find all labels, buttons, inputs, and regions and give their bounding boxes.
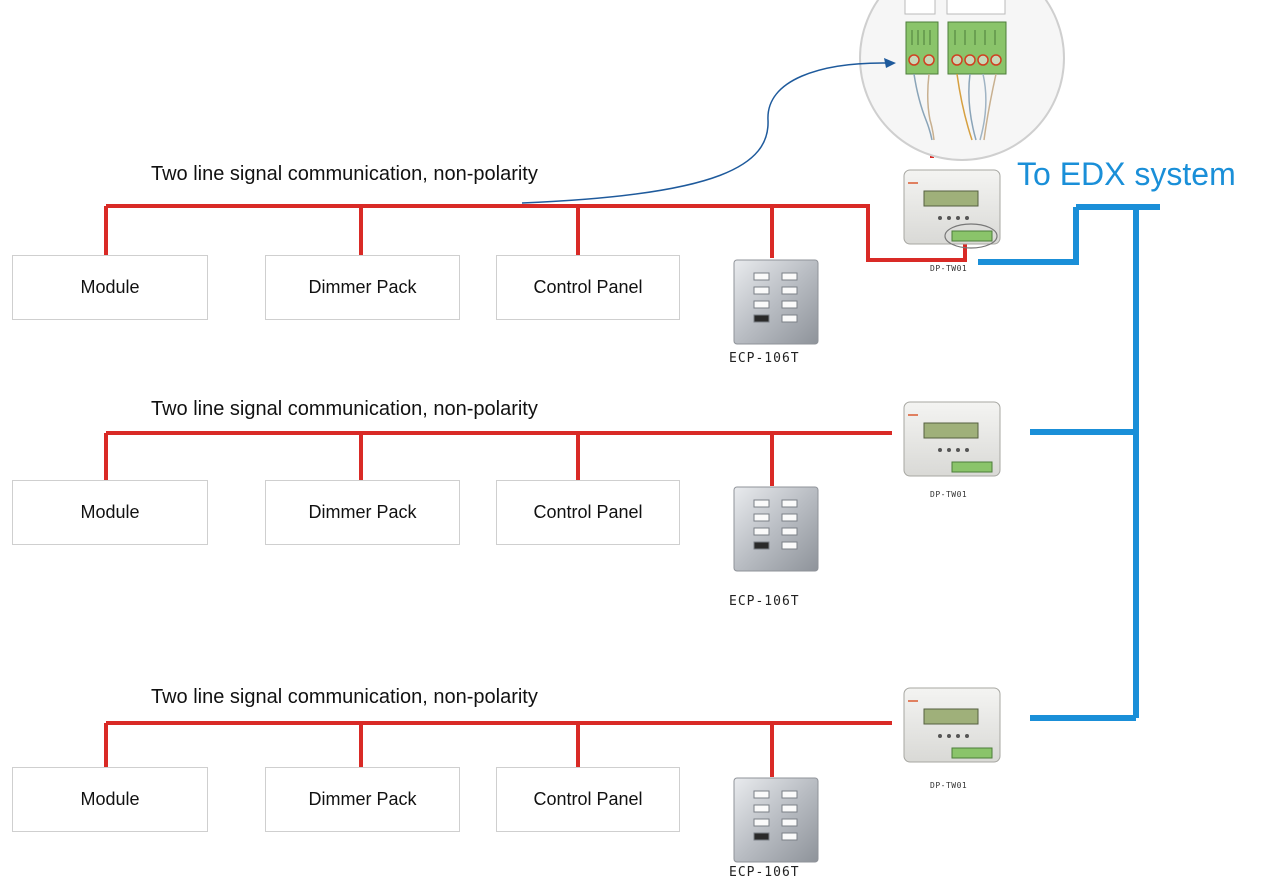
- control-panel-box-row3: Control Panel: [496, 767, 680, 832]
- detail-pointer-arrow: [521, 58, 896, 204]
- gateway-dptw01-row3: [903, 687, 1001, 763]
- keypad-ecp106t-row3: [733, 777, 819, 863]
- gateway-dptw01-row1: [903, 169, 1001, 249]
- bus-row2: [104, 431, 892, 486]
- terminal-block-left: [905, 21, 939, 75]
- keypad-label-row3: ECP-106T: [729, 865, 800, 880]
- edx-system-label: To EDX system: [1017, 156, 1236, 192]
- bus-row3: [104, 721, 892, 777]
- keypad-label-row1: ECP-106T: [729, 351, 800, 366]
- gateway-label-row3: DP-TW01: [930, 781, 968, 790]
- gateway-label-row2: DP-TW01: [930, 490, 968, 499]
- keypad-label-row2: ECP-106T: [729, 594, 800, 609]
- terminal-block-right: [947, 21, 1007, 75]
- module-box-row3: Module: [12, 767, 208, 832]
- connector-detail: [859, 0, 1065, 161]
- bus-row1: [104, 140, 967, 262]
- gateway-label-row1: DP-TW01: [930, 264, 968, 273]
- bus-label-row1: Two line signal communication, non-polar…: [151, 163, 538, 185]
- dimmer-pack-box-row3: Dimmer Pack: [265, 767, 460, 832]
- module-box-row2: Module: [12, 480, 208, 545]
- keypad-ecp106t-row1: [733, 259, 819, 345]
- edx-link-row1: [978, 207, 1079, 265]
- control-panel-box-row1: Control Panel: [496, 255, 680, 320]
- bus-label-row3: Two line signal communication, non-polar…: [151, 686, 538, 708]
- dimmer-pack-box-row2: Dimmer Pack: [265, 480, 460, 545]
- dimmer-pack-box-row1: Dimmer Pack: [265, 255, 460, 320]
- edx-trunk: [975, 140, 1160, 721]
- module-box-row1: Module: [12, 255, 208, 320]
- control-panel-box-row2: Control Panel: [496, 480, 680, 545]
- keypad-ecp106t-row2: [733, 486, 819, 572]
- gateway-dptw01-row2: [903, 401, 1001, 477]
- bus-label-row2: Two line signal communication, non-polar…: [151, 398, 538, 420]
